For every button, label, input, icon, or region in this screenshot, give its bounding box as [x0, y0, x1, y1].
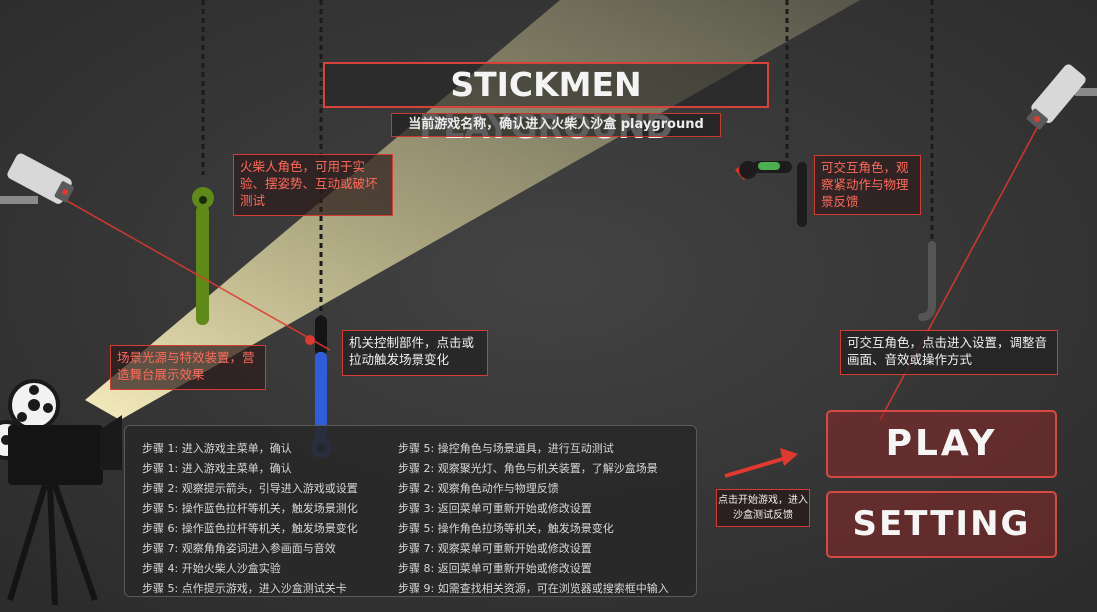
stickman-hanging [735, 161, 807, 227]
step-item: 步骤 1: 进入游戏主菜单，确认 [142, 442, 292, 455]
security-camera-icon [0, 153, 75, 204]
annotation-stickman-hanging: 可交互角色，观察紧动作与物理景反馈 [814, 155, 921, 215]
step-item: 步骤 1: 进入游戏主菜单，确认 [142, 462, 292, 475]
step-item: 步骤 9: 如需查找相关资源，可在浏览器或搜索框中输入 [398, 582, 669, 595]
film-projector-icon [0, 379, 122, 606]
step-item: 步骤 5: 操控角色与场景道具，进行互动测试 [398, 442, 614, 455]
hanging-hook [918, 241, 936, 321]
game-subtitle: 当前游戏名称，确认进入火柴人沙盒 playground [391, 113, 721, 137]
step-item: 步骤 2: 观察聚光灯、角色与机关装置，了解沙盒场景 [398, 462, 658, 475]
annotation-lever: 机关控制部件，点击或拉动触发场景变化 [342, 330, 488, 376]
arrow-right-icon [724, 448, 798, 478]
step-item: 步骤 5: 点作提示游戏，进入沙盒测试关卡 [142, 582, 347, 595]
steps-panel: 步骤 1: 进入游戏主菜单，确认 步骤 1: 进入游戏主菜单，确认 步骤 2: … [124, 425, 697, 597]
step-item: 步骤 4: 开始火柴人沙盒实验 [142, 562, 281, 575]
step-item: 步骤 8: 返回菜单可重新开始或修改设置 [398, 562, 592, 575]
step-item: 步骤 7: 观察角角姿词进入参画面与音效 [142, 542, 336, 555]
annotation-spotlight: 场景光源与特效装置，营造舞台展示效果 [110, 345, 266, 390]
steps-left-column: 步骤 1: 进入游戏主菜单，确认 步骤 1: 进入游戏主菜单，确认 步骤 2: … [142, 439, 358, 599]
security-camera-icon [1026, 64, 1097, 130]
annotation-stickman-green: 火柴人角色，可用于实验、摆姿势、互动或破坏测试 [233, 154, 393, 216]
step-item: 步骤 2: 观察角色动作与物理反馈 [398, 482, 559, 495]
play-hint: 点击开始游戏，进入沙盒测试反馈 [716, 489, 810, 527]
step-item: 步骤 6: 操作蓝色拉杆等机关，触发场景变化 [142, 522, 358, 535]
step-item: 步骤 2: 观察提示箭头，引导进入游戏或设置 [142, 482, 358, 495]
annotation-settings-character: 可交互角色，点击进入设置，调整音画面、音效或操作方式 [840, 330, 1058, 375]
laser-left [61, 197, 331, 351]
step-item: 步骤 5: 操作蓝色拉杆等机关，触发场景测化 [142, 502, 358, 515]
step-item: 步骤 7: 观察菜单可重新开始或修改设置 [398, 542, 592, 555]
step-item: 步骤 3: 返回菜单可重新开始或修改设置 [398, 502, 592, 515]
setting-button[interactable]: SETTING [826, 491, 1057, 558]
game-title: STICKMEN PLAYGROUND [323, 62, 769, 146]
stickman-green [192, 187, 214, 325]
steps-right-column: 步骤 5: 操控角色与场景道具，进行互动测试 步骤 2: 观察聚光灯、角色与机关… [398, 439, 669, 599]
step-item: 步骤 5: 操作角色拉场等机关，触发场景变化 [398, 522, 614, 535]
play-button[interactable]: PLAY [826, 410, 1057, 478]
